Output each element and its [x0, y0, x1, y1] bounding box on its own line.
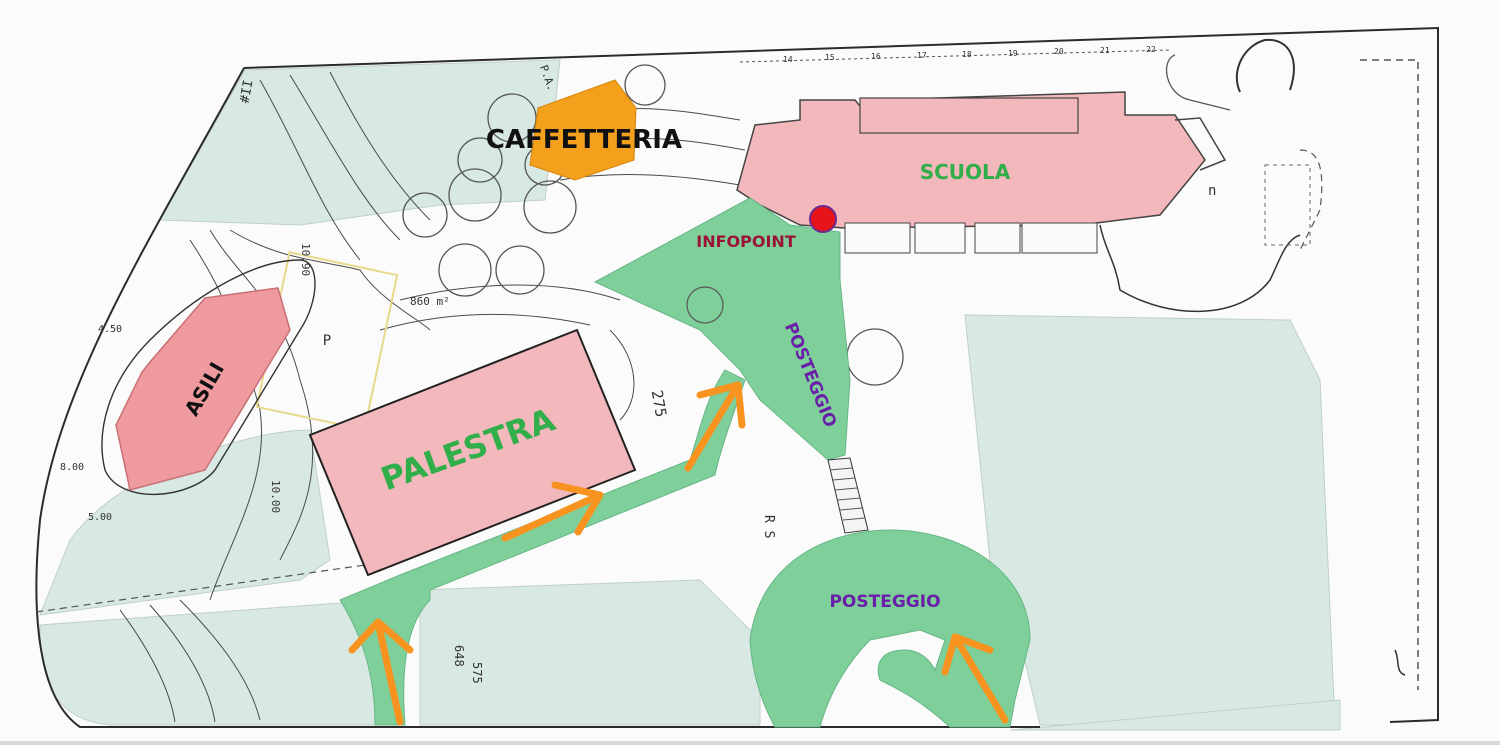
caffetteria-building: CAFFETTERIA	[486, 79, 682, 181]
posteggio-bottom: POSTEGGIO	[749, 529, 1031, 728]
dim-4-50: 4.50	[98, 324, 122, 335]
dim-10-90: 10.90	[299, 243, 312, 276]
arrow-icon	[684, 381, 746, 472]
stall-number: 21	[1100, 46, 1110, 55]
stall-number: 16	[871, 52, 881, 61]
stall-number: 20	[1054, 47, 1064, 56]
value-648: 648	[452, 645, 466, 667]
palestra-building: PALESTRA	[308, 328, 637, 577]
stall-number: 15	[825, 53, 835, 62]
stall-number: 14	[783, 55, 793, 64]
site-boundary	[35, 26, 1439, 728]
cad-annotations: P 860 m² 275 10.00 10.90 4.50 8.00 5.00 …	[60, 38, 1406, 684]
lawn-areas	[39, 59, 1341, 731]
infopoint: INFOPOINT	[696, 205, 837, 251]
value-575: 575	[470, 662, 484, 684]
arrow-icon	[941, 633, 1009, 724]
dim-10-00: 10.00	[269, 480, 282, 513]
caffetteria-label: CAFFETTERIA	[486, 125, 682, 155]
arrow-icon	[501, 481, 604, 542]
stall-number: 22	[1146, 45, 1156, 54]
infopoint-label: INFOPOINT	[696, 232, 796, 251]
arrow-icon	[348, 618, 414, 726]
hash-mark: #II	[238, 79, 257, 105]
scuola-label: SCUOLA	[920, 160, 1011, 184]
stall-number: 19	[1008, 49, 1018, 58]
dim-8-00: 8.00	[60, 462, 84, 473]
parking-p-mark: P	[323, 333, 331, 349]
red-dot-icon	[809, 205, 837, 233]
posteggio-bottom-label: POSTEGGIO	[829, 592, 940, 612]
bottom-border	[0, 741, 1500, 745]
posteggio-top: POSTEGGIO	[593, 197, 851, 461]
stall-number: 17	[917, 51, 927, 60]
stall-number: 18	[962, 50, 972, 59]
n-mark-right: n	[1208, 183, 1216, 199]
stairway	[827, 457, 869, 534]
dim-5-00: 5.00	[88, 512, 112, 523]
scuola-building: SCUOLA	[736, 91, 1227, 254]
entrance-arrows	[348, 381, 1009, 726]
footpath	[339, 369, 746, 726]
asili-building: ASILI	[101, 259, 316, 496]
rs-mark: R S	[761, 515, 776, 538]
level-275: 275	[648, 389, 670, 419]
area-label: 860 m²	[410, 295, 450, 308]
